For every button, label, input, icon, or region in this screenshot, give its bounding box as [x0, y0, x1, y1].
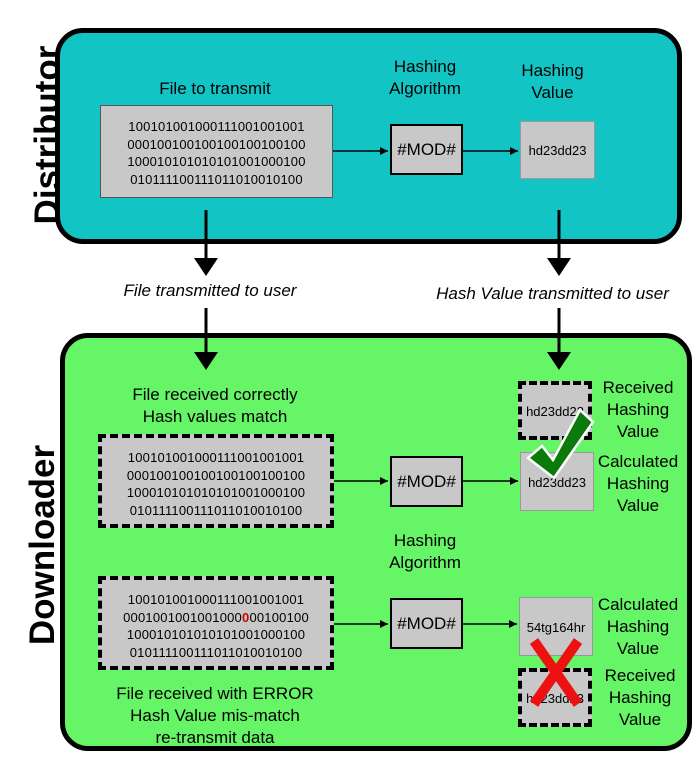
downloader-algorithm-label: Hashing Algorithm — [375, 530, 475, 574]
downloader-mod-box-bottom: #MOD# — [390, 598, 463, 649]
value-line-1: Hashing — [521, 61, 584, 80]
calculated-hash-box-bad: 54tg164hr — [519, 597, 593, 656]
bits-line: 010111100111011010010100 — [130, 171, 303, 187]
received-line-2: Hashing — [608, 688, 672, 707]
error-line-1: File received with ERROR — [116, 684, 314, 703]
bits-line: 100101001000111001001001 — [127, 592, 305, 607]
bits-line: 100101001000111001001001 — [128, 119, 305, 134]
arrow-hash-head-2 — [547, 352, 571, 370]
received-line-3: Value — [618, 710, 662, 729]
value-line-2: Value — [531, 83, 574, 102]
cross-mark-icon — [529, 638, 583, 707]
bits-line-with-error: 0001001001001000000100100 — [102, 609, 330, 627]
bits-line: 010111100111011010010100 — [129, 502, 303, 518]
distributor-file-box: 100101001000111001001001 000100100100100… — [100, 105, 333, 198]
received-line-1: Received — [604, 666, 676, 685]
algo-line-2: Algorithm — [389, 79, 461, 98]
check-mark-icon — [526, 407, 595, 480]
received-line-2: Hashing — [606, 400, 670, 419]
calculated-line-3: Value — [616, 496, 660, 515]
error-bit: 0 — [242, 609, 250, 625]
distributor-mod-box: #MOD# — [390, 124, 463, 175]
bits-line: 010111100111011010010100 — [129, 644, 303, 660]
bits-line: 100010101010101001000100 — [127, 154, 306, 169]
correct-line-2: Hash values match — [142, 407, 288, 426]
distributor-algorithm-label: Hashing Algorithm — [375, 56, 475, 100]
bits-line: 100101001000111001001001 — [127, 450, 305, 465]
calculated-line-1: Calculated — [597, 452, 679, 471]
correct-line-1: File received correctly — [132, 385, 298, 404]
bits-line: 000100100100100100100100 — [127, 136, 306, 152]
correct-file-box: 100101001000111001001001 000100100100100… — [98, 434, 334, 528]
arrow-hash-head-1 — [547, 258, 571, 276]
error-line-3: re-transmit data — [155, 728, 275, 747]
algo-line-1: Hashing — [393, 531, 457, 550]
correct-file-label: File received correctly Hash values matc… — [100, 384, 330, 428]
calculated-hash-label-2: Calculated Hashing Value — [592, 594, 684, 660]
error-line-2: Hash Value mis-match — [130, 706, 300, 725]
received-hash-label-2: Received Hashing Value — [594, 665, 686, 731]
received-hash-label: Received Hashing Value — [592, 377, 684, 443]
downloader-mod-box-top: #MOD# — [390, 456, 463, 507]
calculated-line-2: Hashing — [606, 617, 670, 636]
algo-line-1: Hashing — [393, 57, 457, 76]
file-to-transmit-label: File to transmit — [159, 79, 271, 98]
distributor-hash-value-label: Hashing Value — [505, 60, 600, 104]
calculated-hash-label: Calculated Hashing Value — [592, 451, 684, 517]
bits-before-error: 0001001001001000 — [123, 609, 242, 625]
calculated-line-2: Hashing — [606, 474, 670, 493]
calculated-line-3: Value — [616, 639, 660, 658]
arrow-file-head-1 — [194, 258, 218, 276]
error-file-label: File received with ERROR Hash Value mis-… — [95, 683, 335, 749]
bits-line: 100010101010101001000100 — [126, 627, 306, 642]
algo-line-2: Algorithm — [389, 553, 461, 572]
bits-after-error: 00100100 — [249, 609, 309, 625]
bits-line: 000100100100100100100100 — [126, 467, 306, 483]
calculated-line-1: Calculated — [597, 595, 679, 614]
error-file-box: 100101001000111001001001 000100100100100… — [98, 576, 334, 670]
hash-transmitted-label: Hash Value transmitted to user — [436, 284, 669, 303]
received-line-3: Value — [616, 422, 660, 441]
file-transmitted-label: File transmitted to user — [123, 281, 297, 300]
bits-line: 100010101010101001000100 — [126, 485, 306, 500]
received-line-1: Received — [602, 378, 674, 397]
distributor-hash-box: hd23dd23 — [520, 121, 595, 179]
arrow-file-head-2 — [194, 352, 218, 370]
